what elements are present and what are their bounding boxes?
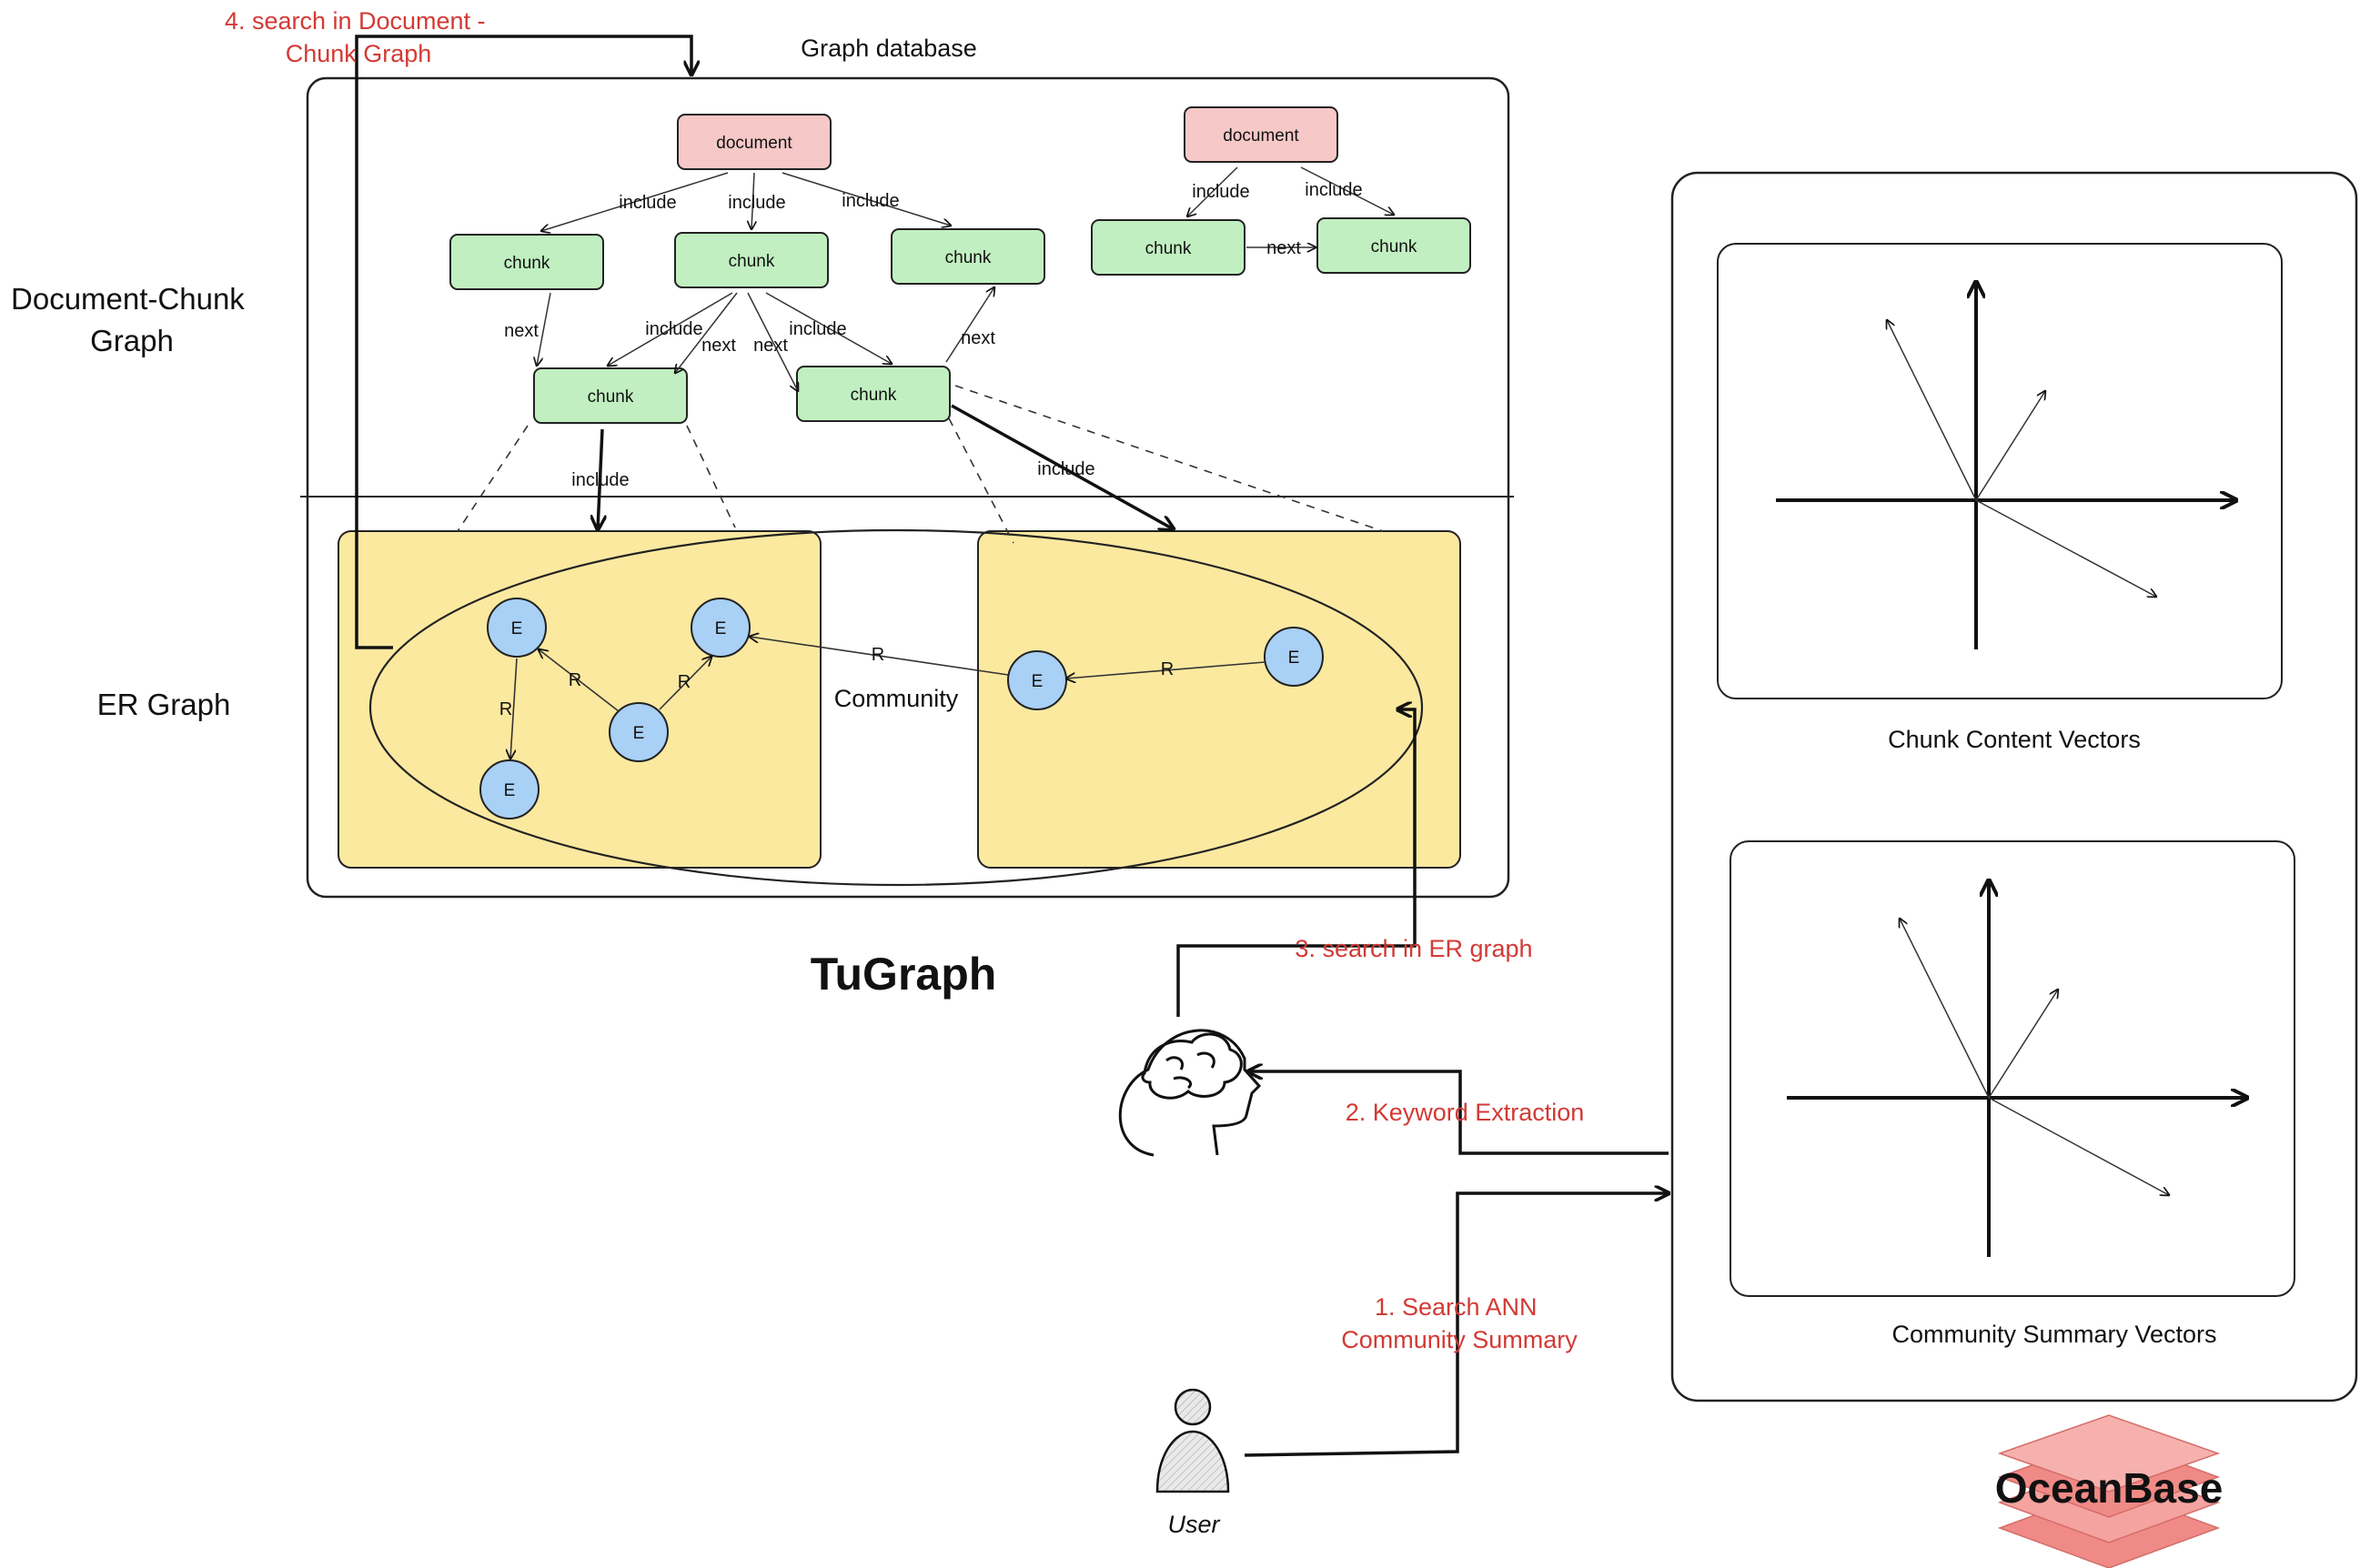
document-node-2[interactable]: document xyxy=(1184,106,1338,163)
chunk-node-a[interactable]: chunk xyxy=(449,234,604,290)
chunk-node-g-label: chunk xyxy=(1371,237,1417,256)
relation-labels: R R R R R xyxy=(499,645,1174,719)
step-flow-lines xyxy=(355,35,1669,1457)
svg-text:next: next xyxy=(504,321,539,341)
community-ellipse xyxy=(368,528,1424,887)
doc-chunk-edges xyxy=(537,166,1394,391)
community-box-left xyxy=(338,530,822,869)
svg-text:include: include xyxy=(645,319,702,339)
svg-text:include: include xyxy=(842,191,899,211)
chunk-node-d[interactable]: chunk xyxy=(533,367,688,424)
svg-text:include: include xyxy=(789,319,846,339)
vector-store-frame xyxy=(1670,171,2358,1402)
svg-text:R: R xyxy=(569,670,581,690)
document-node-2-label: document xyxy=(1223,126,1299,146)
step-1-label: 1. Search ANN Community Summary xyxy=(1341,1293,1578,1353)
entity-labels: E E E E E E xyxy=(504,619,1300,800)
community-summary-vectors-label: Community Summary Vectors xyxy=(1891,1321,2216,1348)
include-to-community-arrows xyxy=(598,404,1174,529)
svg-text:next: next xyxy=(701,336,736,356)
svg-text:E: E xyxy=(1032,672,1044,691)
svg-text:E: E xyxy=(511,619,523,638)
chunk-node-e-label: chunk xyxy=(851,386,897,405)
chunk-node-a-label: chunk xyxy=(504,254,550,273)
svg-text:include: include xyxy=(1192,182,1249,202)
svg-text:include: include xyxy=(1305,180,1362,200)
svg-text:next: next xyxy=(753,336,788,356)
user-icon xyxy=(1155,1388,1230,1493)
svg-text:E: E xyxy=(633,724,645,743)
svg-text:E: E xyxy=(1288,648,1300,668)
chunk-node-c-label: chunk xyxy=(945,248,992,267)
chunk-node-d-label: chunk xyxy=(588,387,634,407)
step-4-label: 4. search in Document - Chunk Graph xyxy=(225,7,492,67)
oceanbase-logo xyxy=(1997,1414,2221,1568)
svg-text:include: include xyxy=(619,193,676,213)
svg-text:E: E xyxy=(504,781,516,800)
svg-text:next: next xyxy=(961,328,995,348)
document-chunk-graph-label: Document-Chunk Graph xyxy=(11,282,253,357)
community-summary-vectors-panel xyxy=(1730,840,2295,1297)
svg-text:R: R xyxy=(1161,659,1174,679)
chunk-node-c[interactable]: chunk xyxy=(891,228,1045,285)
entity-nodes[interactable] xyxy=(479,598,1324,819)
community-box-right xyxy=(977,530,1461,869)
projection-lines xyxy=(457,385,1384,544)
graph-database-frame xyxy=(306,76,1510,899)
chunk-node-f[interactable]: chunk xyxy=(1091,219,1246,276)
brain-icon xyxy=(1118,1029,1262,1157)
graph-database-title: Graph database xyxy=(801,35,977,62)
chunk-content-vectors-label: Chunk Content Vectors xyxy=(1888,726,2141,753)
tugraph-brand: TuGraph xyxy=(811,949,997,1000)
svg-text:E: E xyxy=(715,619,727,638)
edge-labels: include include include next include nex… xyxy=(504,180,1363,490)
chunk-node-g[interactable]: chunk xyxy=(1316,217,1471,274)
chunk-node-e[interactable]: chunk xyxy=(796,366,951,422)
chunk-node-f-label: chunk xyxy=(1145,239,1192,258)
oceanbase-brand: OceanBase xyxy=(1995,1464,2224,1512)
relation-edges xyxy=(510,637,1266,759)
svg-text:next: next xyxy=(1266,238,1301,258)
document-node-1[interactable]: document xyxy=(677,114,832,170)
user-label: User xyxy=(1167,1511,1220,1538)
chunk-node-b[interactable]: chunk xyxy=(674,232,829,288)
document-node-1-label: document xyxy=(716,134,792,153)
svg-text:R: R xyxy=(678,672,691,692)
chunk-node-b-label: chunk xyxy=(729,252,775,271)
chunk-content-vectors-panel xyxy=(1717,243,2283,699)
svg-text:R: R xyxy=(499,699,512,719)
svg-text:include: include xyxy=(728,193,785,213)
svg-text:R: R xyxy=(872,645,884,665)
er-graph-label: ER Graph xyxy=(97,688,231,721)
step-3-label: 3. search in ER graph xyxy=(1295,935,1532,962)
step-2-label: 2. Keyword Extraction xyxy=(1346,1099,1585,1126)
community-label: Community xyxy=(834,685,959,712)
